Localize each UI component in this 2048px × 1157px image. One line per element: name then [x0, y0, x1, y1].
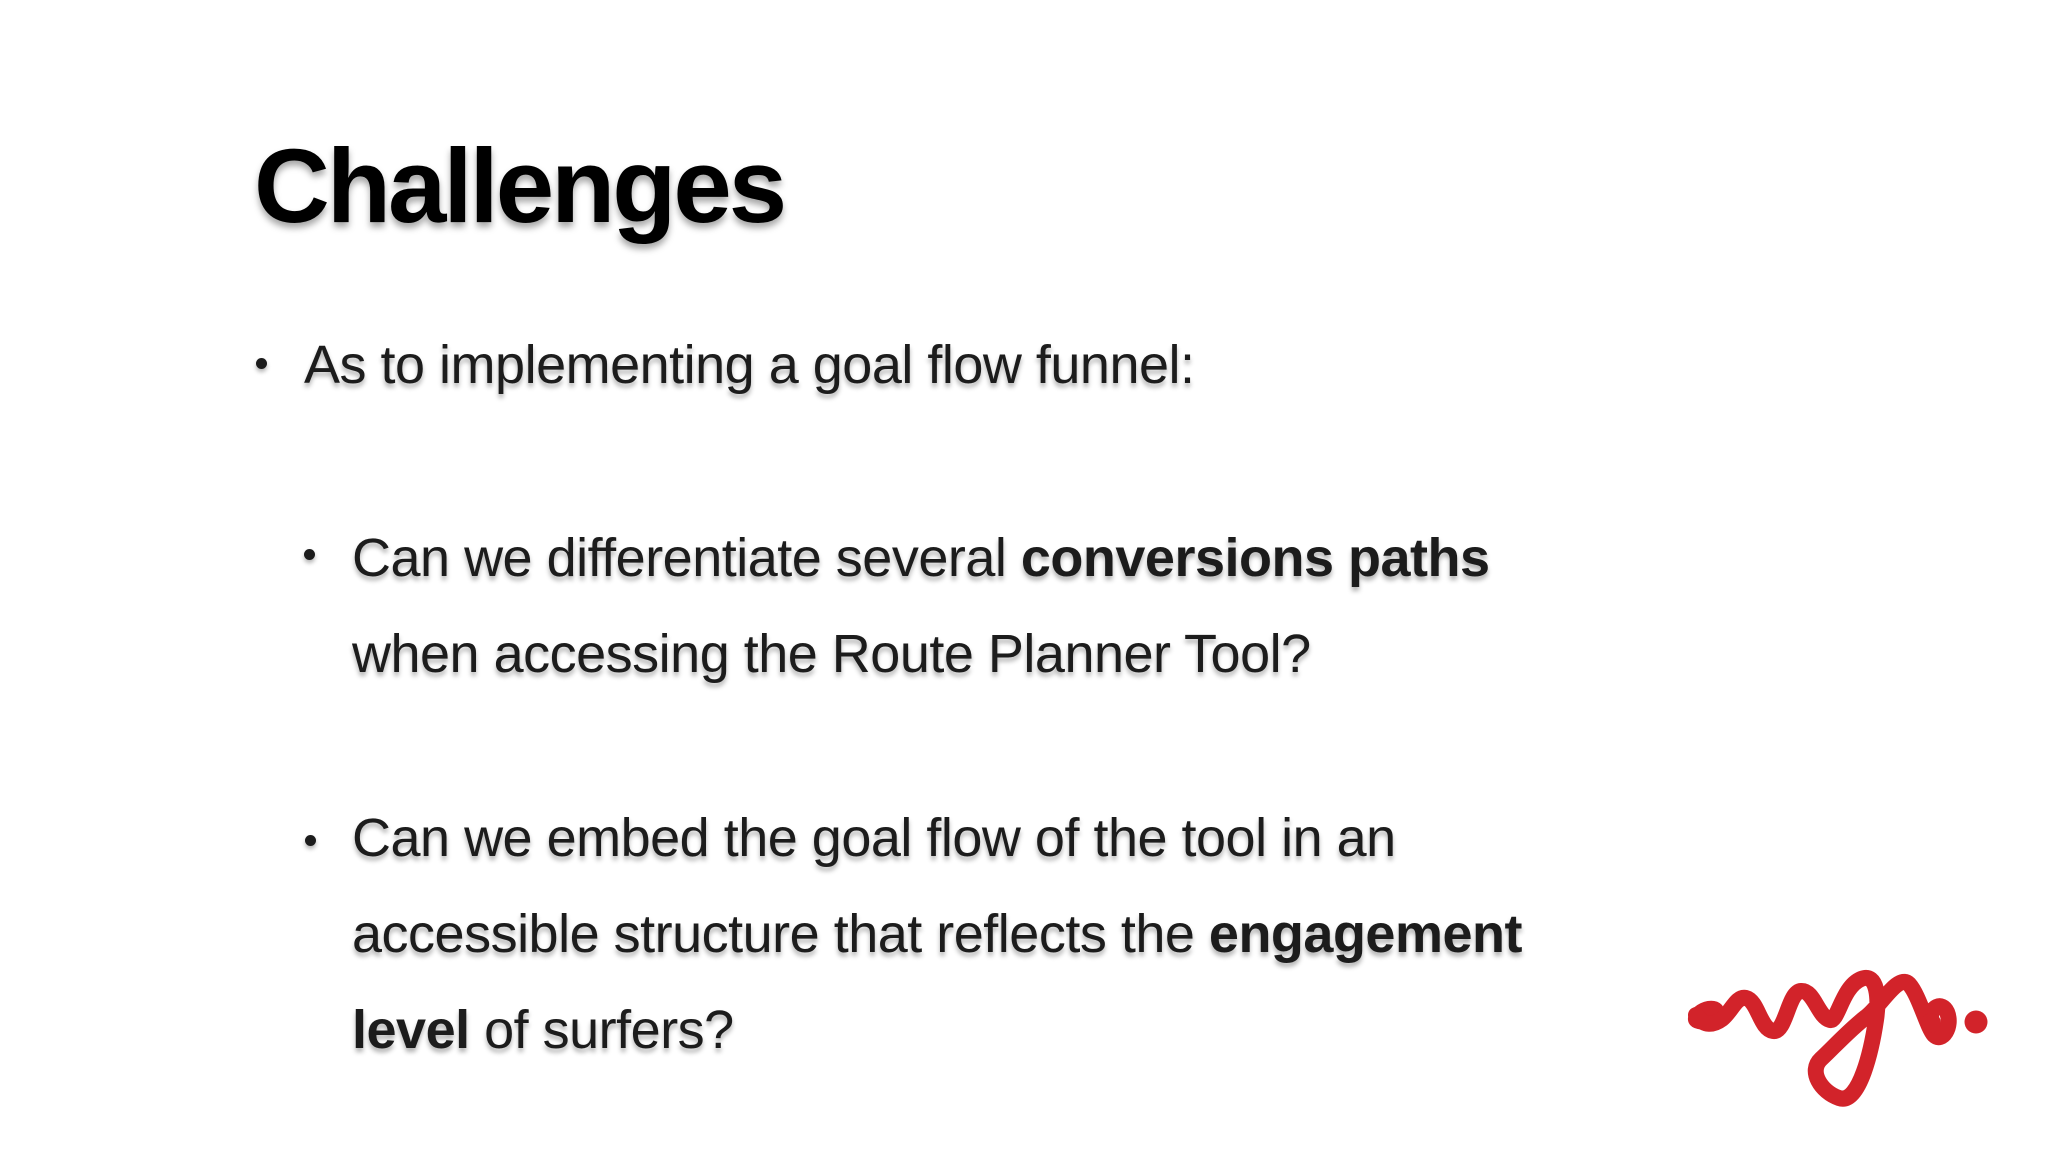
slide-title: Challenges	[254, 128, 787, 245]
logo-hook-end	[1921, 1013, 1941, 1033]
bullet-2-line-1: Can we differentiate several conversions…	[352, 510, 1490, 606]
wijs-logo	[1687, 970, 1988, 1107]
bullet-3-line-2: accessible structure that reflects the e…	[352, 886, 1522, 982]
bullet-2-line-1-regular: Can we differentiate several	[352, 528, 1021, 588]
bullet-3-line-3-regular: of surfers?	[469, 1000, 734, 1060]
logo-scribble-stroke	[1688, 970, 1957, 1107]
bullet-marker-level2-first	[304, 549, 315, 560]
bullet-marker-level2-second	[305, 835, 316, 846]
logo-period-dot	[1964, 1010, 1988, 1034]
bullet-3-line-1: Can we embed the goal flow of the tool i…	[352, 808, 1396, 868]
bullet-3-line-3-bold: level	[352, 1000, 470, 1060]
bullet-3-line-3: level of surfers?	[352, 982, 1522, 1078]
bullet-2-line-1-bold: conversions paths	[1020, 528, 1490, 588]
bullet-3-text: Can we embed the goal flow of the tool i…	[352, 790, 1522, 1078]
bullet-2-line-2: when accessing the Route Planner Tool?	[352, 624, 1311, 684]
bullet-2-text: Can we differentiate several conversions…	[352, 510, 1490, 702]
bullet-marker-level1	[256, 358, 267, 369]
bullet-1-text: As to implementing a goal flow funnel:	[304, 335, 1195, 395]
bullet-3-line-2-bold: engagement	[1208, 904, 1523, 964]
bullet-3-line-2-regular: accessible structure that reflects the	[352, 904, 1209, 964]
